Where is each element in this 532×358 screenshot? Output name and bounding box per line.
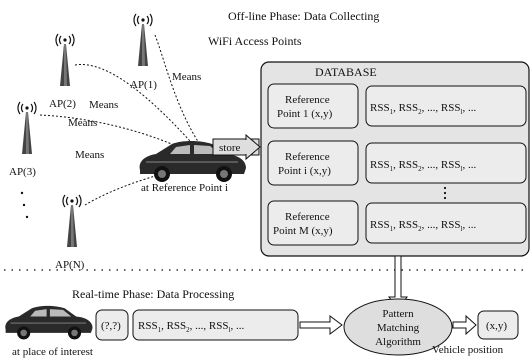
wifi-access-points-label: WiFi Access Points: [208, 34, 302, 48]
ap-label: AP(3): [9, 166, 36, 178]
car-location-label: at Reference Point i: [141, 182, 228, 194]
antenna-icon: [17, 101, 37, 155]
car-icon: [4, 305, 93, 340]
reference-point-box: [267, 200, 359, 246]
reference-line-2: Point M (x,y): [273, 225, 333, 237]
unknown-position-box: [95, 309, 129, 341]
means-label: Means: [89, 99, 118, 111]
reference-line-2: Point 1 (x,y): [277, 108, 333, 120]
ap-label: AP(1): [130, 79, 157, 91]
rss-row-box: [365, 202, 527, 244]
store-label: store: [219, 142, 241, 154]
access-point-2: AP(2): [49, 33, 76, 110]
rss-to-algorithm-arrow: [299, 315, 343, 335]
unknown-position-label: (?,?): [101, 320, 121, 332]
reference-line-1: Reference: [285, 211, 330, 223]
access-point-n: AP(N): [55, 194, 85, 271]
database-title: DATABASE: [315, 65, 377, 79]
car-location-label: at place of interest: [12, 346, 93, 358]
reference-point-box: [267, 83, 359, 129]
ap-ellipsis: [20, 191, 29, 219]
realtime-rss-box: [132, 309, 299, 341]
means-label: Means: [172, 71, 201, 83]
database-panel: DATABASE Reference Point 1 (x,y) RSS1, R…: [260, 61, 530, 257]
algorithm-line: Algorithm: [375, 336, 421, 348]
realtime-phase-title: Real-time Phase: Data Processing: [72, 287, 234, 301]
reference-line-1: Reference: [285, 151, 330, 163]
ap-label: AP(2): [49, 98, 76, 110]
access-point-1: AP(1): [130, 13, 157, 91]
algorithm-line: Matching: [377, 322, 420, 334]
result-position-label: (x,y): [486, 320, 507, 332]
antenna-icon: [55, 33, 75, 87]
algorithm-line: Pattern: [382, 308, 414, 320]
rss-row: RSS1, RSS2, ..., RSSl, ...: [138, 320, 244, 334]
algorithm-to-result-arrow: [452, 314, 477, 336]
rss-row-box: [365, 142, 527, 184]
offline-phase-title: Off-line Phase: Data Collecting: [228, 9, 379, 23]
access-point-3: AP(3): [9, 101, 37, 178]
reference-line-1: Reference: [285, 94, 330, 106]
database-ellipsis: [443, 186, 447, 200]
means-label: Means: [75, 149, 104, 161]
result-position-box: [477, 310, 519, 340]
vehicle-position-label: Vehicle position: [432, 344, 504, 356]
means-label: Means: [68, 117, 97, 129]
ap-label: AP(N): [55, 259, 85, 271]
rss-row-box: [365, 85, 527, 127]
antenna-icon: [62, 194, 82, 248]
pattern-matching-algorithm: Pattern Matching Algorithm: [343, 298, 453, 356]
rss-row: RSS1, RSS2, ..., RSSl, ...: [370, 102, 476, 116]
rss-row: RSS1, RSS2, ..., RSSl, ...: [370, 159, 476, 173]
reference-point-box: [267, 140, 359, 186]
rss-row: RSS1, RSS2, ..., RSSl, ...: [370, 219, 476, 233]
store-arrow: store: [212, 133, 261, 161]
antenna-icon: [133, 13, 153, 67]
reference-line-2: Point i (x,y): [278, 165, 331, 177]
